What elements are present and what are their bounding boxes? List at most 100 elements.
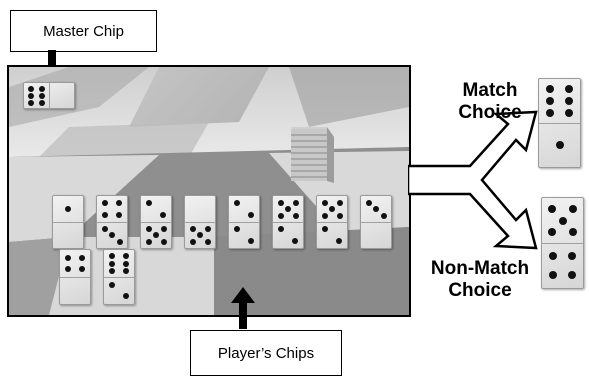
domino-pip: [568, 271, 576, 279]
domino-half: [60, 277, 90, 304]
domino-half: [141, 222, 171, 248]
domino-pip: [160, 212, 166, 218]
player-chip-domino[interactable]: [184, 195, 216, 249]
domino-pip: [559, 217, 567, 225]
match-label-line2: Choice: [445, 102, 535, 124]
domino-half: [229, 222, 259, 248]
domino-pip: [109, 253, 115, 259]
player-chip-domino[interactable]: [59, 249, 91, 305]
domino-pip: [337, 213, 343, 219]
match-choice-domino[interactable]: [538, 78, 581, 168]
player-chip-domino[interactable]: [52, 195, 84, 249]
domino-pip: [234, 226, 240, 232]
domino-pip: [109, 232, 115, 238]
domino-pip: [116, 200, 122, 206]
domino-half: [273, 196, 303, 223]
domino-pip: [546, 85, 554, 93]
player-chip-domino[interactable]: [96, 195, 128, 249]
domino-half: [317, 222, 347, 248]
domino-half: [97, 196, 127, 223]
domino-half: [539, 123, 580, 167]
domino-pip: [278, 200, 284, 206]
domino-pip: [336, 238, 342, 244]
domino-pip: [205, 239, 211, 245]
domino-pip: [153, 232, 159, 238]
domino-half: [273, 222, 303, 248]
domino-pip: [102, 200, 108, 206]
domino-pip: [322, 200, 328, 206]
domino-pip: [234, 200, 240, 206]
domino-pip: [285, 206, 291, 212]
domino-pip: [161, 239, 167, 245]
player-chip-domino[interactable]: [316, 195, 348, 249]
domino-half: [24, 83, 50, 108]
domino-pip: [548, 205, 556, 213]
domino-pip: [366, 200, 372, 206]
master-chip-label-box: Master Chip: [10, 10, 157, 52]
domino-half: [542, 198, 583, 244]
domino-pip: [65, 266, 71, 272]
domino-pip: [329, 206, 335, 212]
domino-half: [104, 250, 134, 278]
domino-half: [185, 222, 215, 248]
fork-arrow-icon: [408, 110, 538, 260]
domino-pip: [548, 228, 556, 236]
domino-pip: [65, 255, 71, 261]
domino-half: [97, 222, 127, 248]
domino-pip: [123, 293, 129, 299]
domino-pip: [322, 213, 328, 219]
nonmatch-choice-label: Non-Match Choice: [425, 258, 535, 302]
domino-pip: [39, 93, 45, 99]
up-arrow-icon: [231, 287, 255, 329]
domino-pip: [549, 252, 557, 260]
domino-pip: [278, 213, 284, 219]
domino-pip: [197, 232, 203, 238]
domino-half: [53, 222, 83, 248]
domino-pip: [248, 238, 254, 244]
match-choice-label: Match Choice: [445, 80, 535, 124]
domino-pip: [248, 212, 254, 218]
player-chip-domino[interactable]: [360, 195, 392, 249]
domino-pip: [292, 238, 298, 244]
player-chip-domino[interactable]: [140, 195, 172, 249]
domino-half: [542, 243, 583, 288]
domino-pip: [293, 213, 299, 219]
domino-pip: [569, 228, 577, 236]
domino-pip: [381, 213, 387, 219]
domino-pip: [569, 205, 577, 213]
domino-half: [361, 222, 391, 248]
domino-pip: [28, 100, 34, 106]
game-scene: [7, 65, 411, 317]
domino-pip: [322, 226, 328, 232]
domino-pip: [28, 93, 34, 99]
domino-pip: [123, 261, 129, 267]
domino-pip: [123, 253, 129, 259]
players-chips-label-box: Player’s Chips: [190, 330, 342, 376]
domino-pip: [568, 252, 576, 260]
domino-half: [539, 79, 580, 124]
domino-pip: [146, 239, 152, 245]
domino-half: [141, 196, 171, 223]
domino-pip: [146, 226, 152, 232]
domino-pip: [565, 97, 573, 105]
domino-pip: [565, 109, 573, 117]
nonmatch-label-line1: Non-Match: [425, 258, 535, 280]
domino-half: [361, 196, 391, 223]
domino-half: [49, 83, 74, 108]
domino-pip: [546, 109, 554, 117]
domino-half: [229, 196, 259, 223]
domino-pip: [102, 226, 108, 232]
player-chip-domino[interactable]: [103, 249, 135, 305]
domino-pip: [549, 271, 557, 279]
master-chip-domino: [23, 82, 75, 109]
domino-pip: [28, 86, 34, 92]
domino-pip: [65, 206, 71, 212]
nonmatch-choice-domino[interactable]: [541, 197, 584, 289]
domino-pip: [109, 282, 115, 288]
player-chip-domino[interactable]: [228, 195, 260, 249]
domino-pip: [109, 268, 115, 274]
domino-half: [53, 196, 83, 223]
domino-pip: [337, 200, 343, 206]
player-chip-domino[interactable]: [272, 195, 304, 249]
domino-pip: [565, 85, 573, 93]
